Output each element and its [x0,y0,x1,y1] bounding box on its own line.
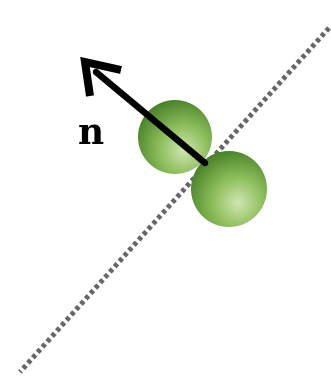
normal-vector-arrowhead [80,56,122,97]
dotted-plane-line [18,26,331,374]
normal-vector-shaft [92,68,209,167]
atom-lower-sphere [191,151,267,227]
vector-label-n: n [78,111,104,153]
